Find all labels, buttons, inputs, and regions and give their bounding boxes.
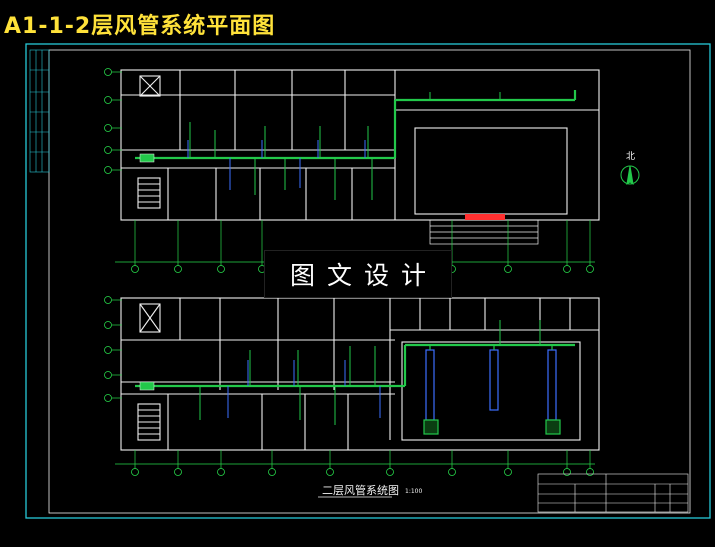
plan-1-grid [112, 71, 595, 268]
plan-2-duct-branches [199, 320, 541, 425]
binding-strip [29, 49, 50, 173]
watermark-box: 图文设计 [264, 250, 452, 298]
axis-bubble-icon [104, 296, 594, 476]
plan-1-duct-main [135, 90, 577, 160]
drawing-title: 二层风管系统图 1:100 [322, 482, 422, 498]
plan-1-stage-equipment [465, 214, 505, 220]
fan-unit-icon [139, 381, 155, 391]
plan-1-walls [120, 69, 600, 221]
plan-1-pipes [187, 140, 366, 190]
title-block [537, 473, 689, 513]
plan-1-duct-branches [189, 92, 501, 200]
plan-2-walls [120, 297, 600, 451]
axis-bubble-icon [104, 68, 594, 273]
north-label: 北 [626, 152, 636, 162]
outer-frame [25, 43, 711, 519]
plan-1-stage [429, 219, 539, 245]
plan-2-pipes [227, 360, 381, 418]
page-title: A1-1-2层风管系统平面图 [4, 14, 276, 39]
plan-2-duct-main [135, 343, 575, 388]
inner-frame [48, 49, 691, 514]
plan-2-grid [112, 299, 595, 470]
plan-2-air-handlers [423, 345, 561, 435]
drawing-title-text: 二层风管系统图 [322, 484, 399, 497]
drawing-scale: 1:100 [405, 488, 423, 495]
watermark-text: 图文设计 [289, 261, 438, 290]
fan-unit-icon [139, 153, 155, 163]
north-arrow-icon [620, 165, 640, 186]
